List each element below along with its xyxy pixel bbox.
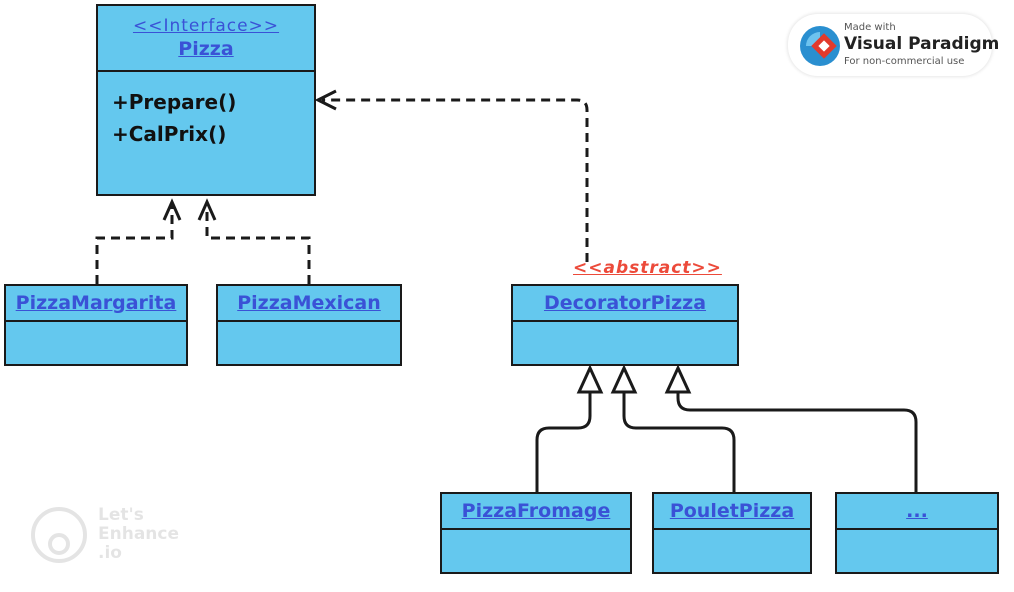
realization-mexican-to-pizza — [205, 206, 311, 284]
class-body — [6, 322, 186, 364]
class-name: DecoratorPizza — [543, 292, 707, 314]
realization-margarita-to-pizza — [95, 206, 174, 284]
class-header: PizzaFromage — [442, 494, 630, 530]
watermark-brand: Visual Paradigm — [844, 34, 1000, 54]
class-body — [442, 530, 630, 572]
operation-item: +Prepare() — [112, 90, 237, 114]
enhance-line: Let's — [98, 505, 144, 525]
arrowhead-open — [197, 198, 217, 221]
class-name: ... — [906, 500, 928, 522]
generalization-arrowhead — [576, 364, 604, 394]
class-body — [654, 530, 810, 572]
class-header: ... — [837, 494, 997, 530]
class-decorator-pizza[interactable]: DecoratorPizza — [511, 284, 739, 366]
class-pizza-margarita[interactable]: PizzaMargarita — [4, 284, 188, 366]
class-body — [837, 530, 997, 572]
stereotype-label: <<Interface>> — [132, 16, 280, 36]
enhance-logo-icon — [31, 507, 87, 563]
realization-decorator-to-pizza — [322, 98, 589, 262]
class-name: PizzaMargarita — [15, 292, 177, 314]
arrowhead-open — [162, 198, 182, 221]
generalization-fromage-to-decorator — [535, 392, 592, 492]
abstract-stereotype-label: <<abstract>> — [573, 258, 722, 278]
enhance-watermark: Let's Enhance .io — [30, 506, 190, 566]
operations-compartment: +Prepare() +CalPrix() — [98, 72, 314, 194]
class-header: PouletPizza — [654, 494, 810, 530]
class-body — [218, 322, 400, 364]
generalization-other-to-decorator — [676, 392, 918, 492]
watermark-small-bottom: For non-commercial use — [844, 56, 965, 67]
class-pizza-interface[interactable]: <<Interface>> Pizza +Prepare() +CalPrix(… — [96, 4, 316, 196]
operation-item: +CalPrix() — [112, 122, 227, 146]
class-other-decorators[interactable]: ... — [835, 492, 999, 574]
class-header: DecoratorPizza — [513, 286, 737, 322]
generalization-arrowhead — [664, 364, 692, 394]
generalization-poulet-to-decorator — [622, 392, 736, 492]
enhance-watermark-text: Let's Enhance .io — [98, 506, 179, 563]
class-header: PizzaMargarita — [6, 286, 186, 322]
class-name: PizzaMexican — [237, 292, 381, 314]
enhance-line: .io — [98, 543, 122, 563]
class-header: PizzaMexican — [218, 286, 400, 322]
class-name: PizzaFromage — [461, 500, 611, 522]
class-pizza-fromage[interactable]: PizzaFromage — [440, 492, 632, 574]
enhance-line: Enhance — [98, 524, 179, 544]
class-pizza-mexican[interactable]: PizzaMexican — [216, 284, 402, 366]
class-poulet-pizza[interactable]: PouletPizza — [652, 492, 812, 574]
visual-paradigm-watermark: Made with Visual Paradigm For non-commer… — [788, 14, 999, 76]
arrowhead-open — [314, 89, 337, 111]
visual-paradigm-logo-icon — [800, 26, 840, 66]
class-name: Pizza — [178, 38, 234, 60]
class-header: <<Interface>> Pizza — [98, 6, 314, 72]
class-name: PouletPizza — [669, 500, 795, 522]
generalization-arrowhead — [610, 364, 638, 394]
class-body — [513, 322, 737, 364]
watermark-small-top: Made with — [844, 22, 896, 33]
